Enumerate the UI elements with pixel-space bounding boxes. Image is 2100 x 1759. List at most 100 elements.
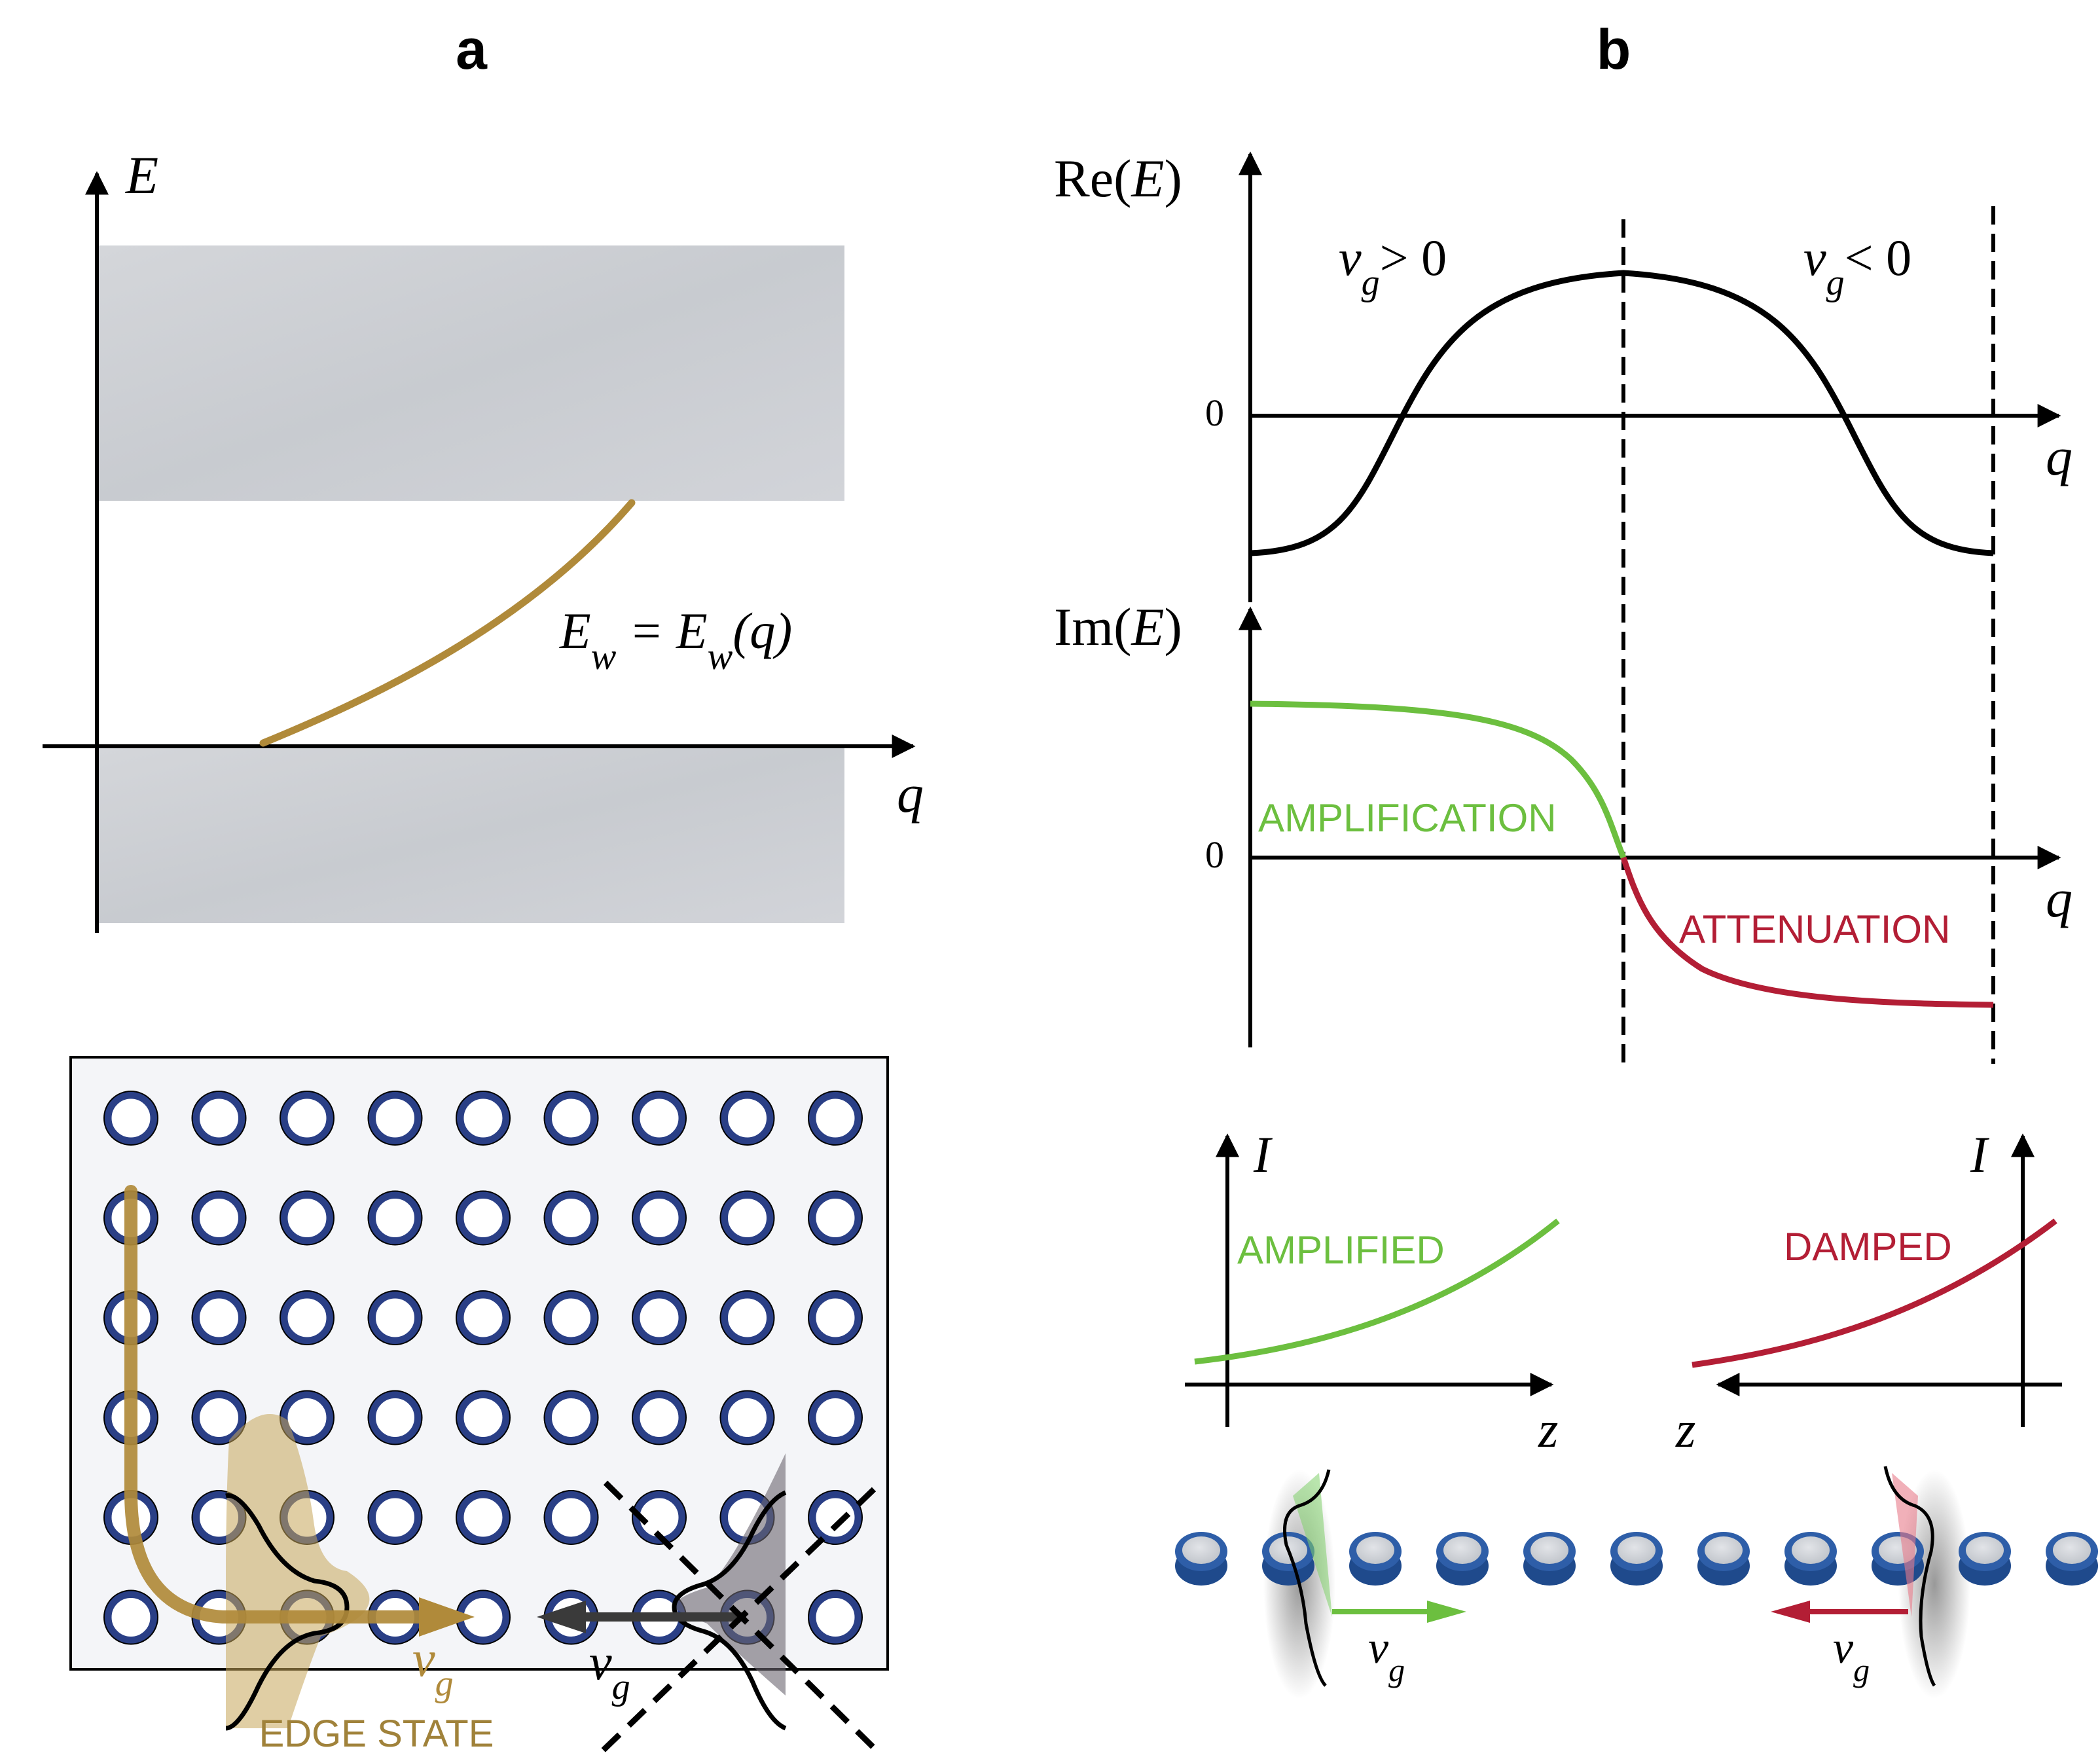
lattice-site-outline (103, 1589, 158, 1645)
lattice-site-outline (808, 1390, 863, 1445)
lattice-site (808, 1091, 862, 1145)
lattice-site (632, 1391, 686, 1444)
lattice-site (545, 1191, 598, 1244)
lattice-site (808, 1591, 862, 1644)
lattice-site-outline (632, 1190, 687, 1246)
lattice-site-outline (632, 1091, 687, 1146)
amplified-pulse-fill (1293, 1473, 1332, 1617)
lattice-site (721, 1391, 774, 1444)
lattice-site (369, 1491, 422, 1544)
lattice-site (632, 1291, 686, 1345)
upper-band (97, 245, 844, 501)
lattice-site (545, 1291, 598, 1345)
re-axis-q: q (2046, 427, 2073, 486)
lattice-site (632, 1191, 686, 1244)
lower-band (97, 746, 844, 923)
lattice-site (456, 1391, 510, 1444)
damp-z-label: z (1675, 1401, 1695, 1458)
lattice-site-outline (543, 1490, 599, 1545)
lattice-site (369, 1291, 422, 1345)
lattice-site-outline (103, 1091, 158, 1146)
im-zero: 0 (1205, 833, 1224, 876)
edge-state-label: EDGE STATE (259, 1713, 494, 1755)
waveguide-disk-top (1356, 1536, 1394, 1564)
amplification-curve (1250, 700, 1627, 859)
lattice-site (369, 1391, 422, 1444)
lattice-site (632, 1491, 686, 1544)
pulse-shadow (1898, 1470, 1970, 1699)
amplified-pulse-profile (1283, 1469, 1331, 1687)
waveguide-disk-top (1966, 1536, 2004, 1564)
lattice-site (192, 1091, 245, 1145)
lattice-site-outline (808, 1290, 863, 1345)
waveguide-disk-top (2053, 1536, 2091, 1564)
cross-line-2 (600, 1487, 877, 1754)
lattice-site-outline (543, 1390, 599, 1445)
lattice-site-outline (456, 1290, 511, 1345)
lattice-site (369, 1091, 422, 1145)
damped-curve (1692, 1218, 2057, 1368)
im-label: Im(E) (1054, 597, 1182, 657)
edge-state-path (124, 1185, 425, 1623)
damp-I-label: I (1970, 1126, 1990, 1183)
lattice-site (369, 1191, 422, 1244)
curve-label: Ew = Ew(q) (559, 602, 792, 678)
photonic-lattice (103, 1091, 863, 1645)
vg-gold: vg (412, 1630, 454, 1704)
lattice-site-outline (367, 1490, 423, 1545)
lattice-site (192, 1191, 245, 1244)
amplified-label: AMPLIFIED (1237, 1228, 1445, 1272)
lattice-site-outline (456, 1490, 511, 1545)
waveguide-disk-top (1443, 1536, 1481, 1564)
im-axis-q: q (2046, 869, 2073, 928)
lattice-site-outline (808, 1490, 863, 1545)
lattice-site-outline (719, 1091, 775, 1146)
axis-label-E: E (125, 145, 158, 205)
re-zero: 0 (1205, 391, 1224, 434)
vg-green-arrowhead (1427, 1601, 1466, 1623)
lattice-site-outline (719, 1190, 775, 1246)
re-dispersion-curve (1250, 270, 1994, 556)
vg-red-label: vg (1833, 1623, 1870, 1688)
lattice-site (104, 1091, 158, 1145)
edge-dispersion-curve (259, 499, 636, 747)
edge-arrowhead (419, 1597, 475, 1637)
lattice-site-outline (719, 1390, 775, 1445)
backward-arrowhead (537, 1601, 586, 1633)
lattice-site (808, 1191, 862, 1244)
lattice-site (808, 1291, 862, 1345)
amplified-curve (1194, 1218, 1560, 1365)
lattice-site (808, 1491, 862, 1544)
lattice-site (808, 1391, 862, 1444)
re-label: Re(E) (1054, 149, 1182, 208)
lattice-site (456, 1091, 510, 1145)
lattice-site-outline (543, 1190, 599, 1246)
lattice-site-outline (191, 1390, 247, 1445)
edge-state-profile (225, 1493, 350, 1731)
waveguide-disk-top (1182, 1536, 1220, 1564)
damped-pulse-fill (1892, 1473, 1918, 1617)
lattice-site (192, 1291, 245, 1345)
lattice-site (545, 1391, 598, 1444)
damped-pulse-profile (1883, 1466, 1936, 1687)
vg-dark: vg (589, 1633, 630, 1707)
lattice-site (545, 1491, 598, 1544)
lattice-site (280, 1191, 334, 1244)
panel-b-label: b (1597, 18, 1631, 81)
lattice-site-outline (456, 1091, 511, 1146)
lattice-site-outline (280, 1290, 335, 1345)
waveguide-disk-top (1618, 1536, 1656, 1564)
panel-a-label: a (456, 18, 488, 81)
lattice-site-outline (367, 1290, 423, 1345)
amp-I-label: I (1253, 1126, 1273, 1183)
lattice-site-outline (280, 1091, 335, 1146)
lattice-site (456, 1491, 510, 1544)
damped-label: DAMPED (1784, 1225, 1952, 1269)
vg-negative-label: vg< 0 (1803, 229, 1911, 303)
waveguide-disk-top (1705, 1536, 1743, 1564)
lattice-site (721, 1091, 774, 1145)
attenuation-curve (1620, 856, 1994, 1008)
lattice-site-outline (280, 1190, 335, 1246)
lattice-site-outline (191, 1290, 247, 1345)
